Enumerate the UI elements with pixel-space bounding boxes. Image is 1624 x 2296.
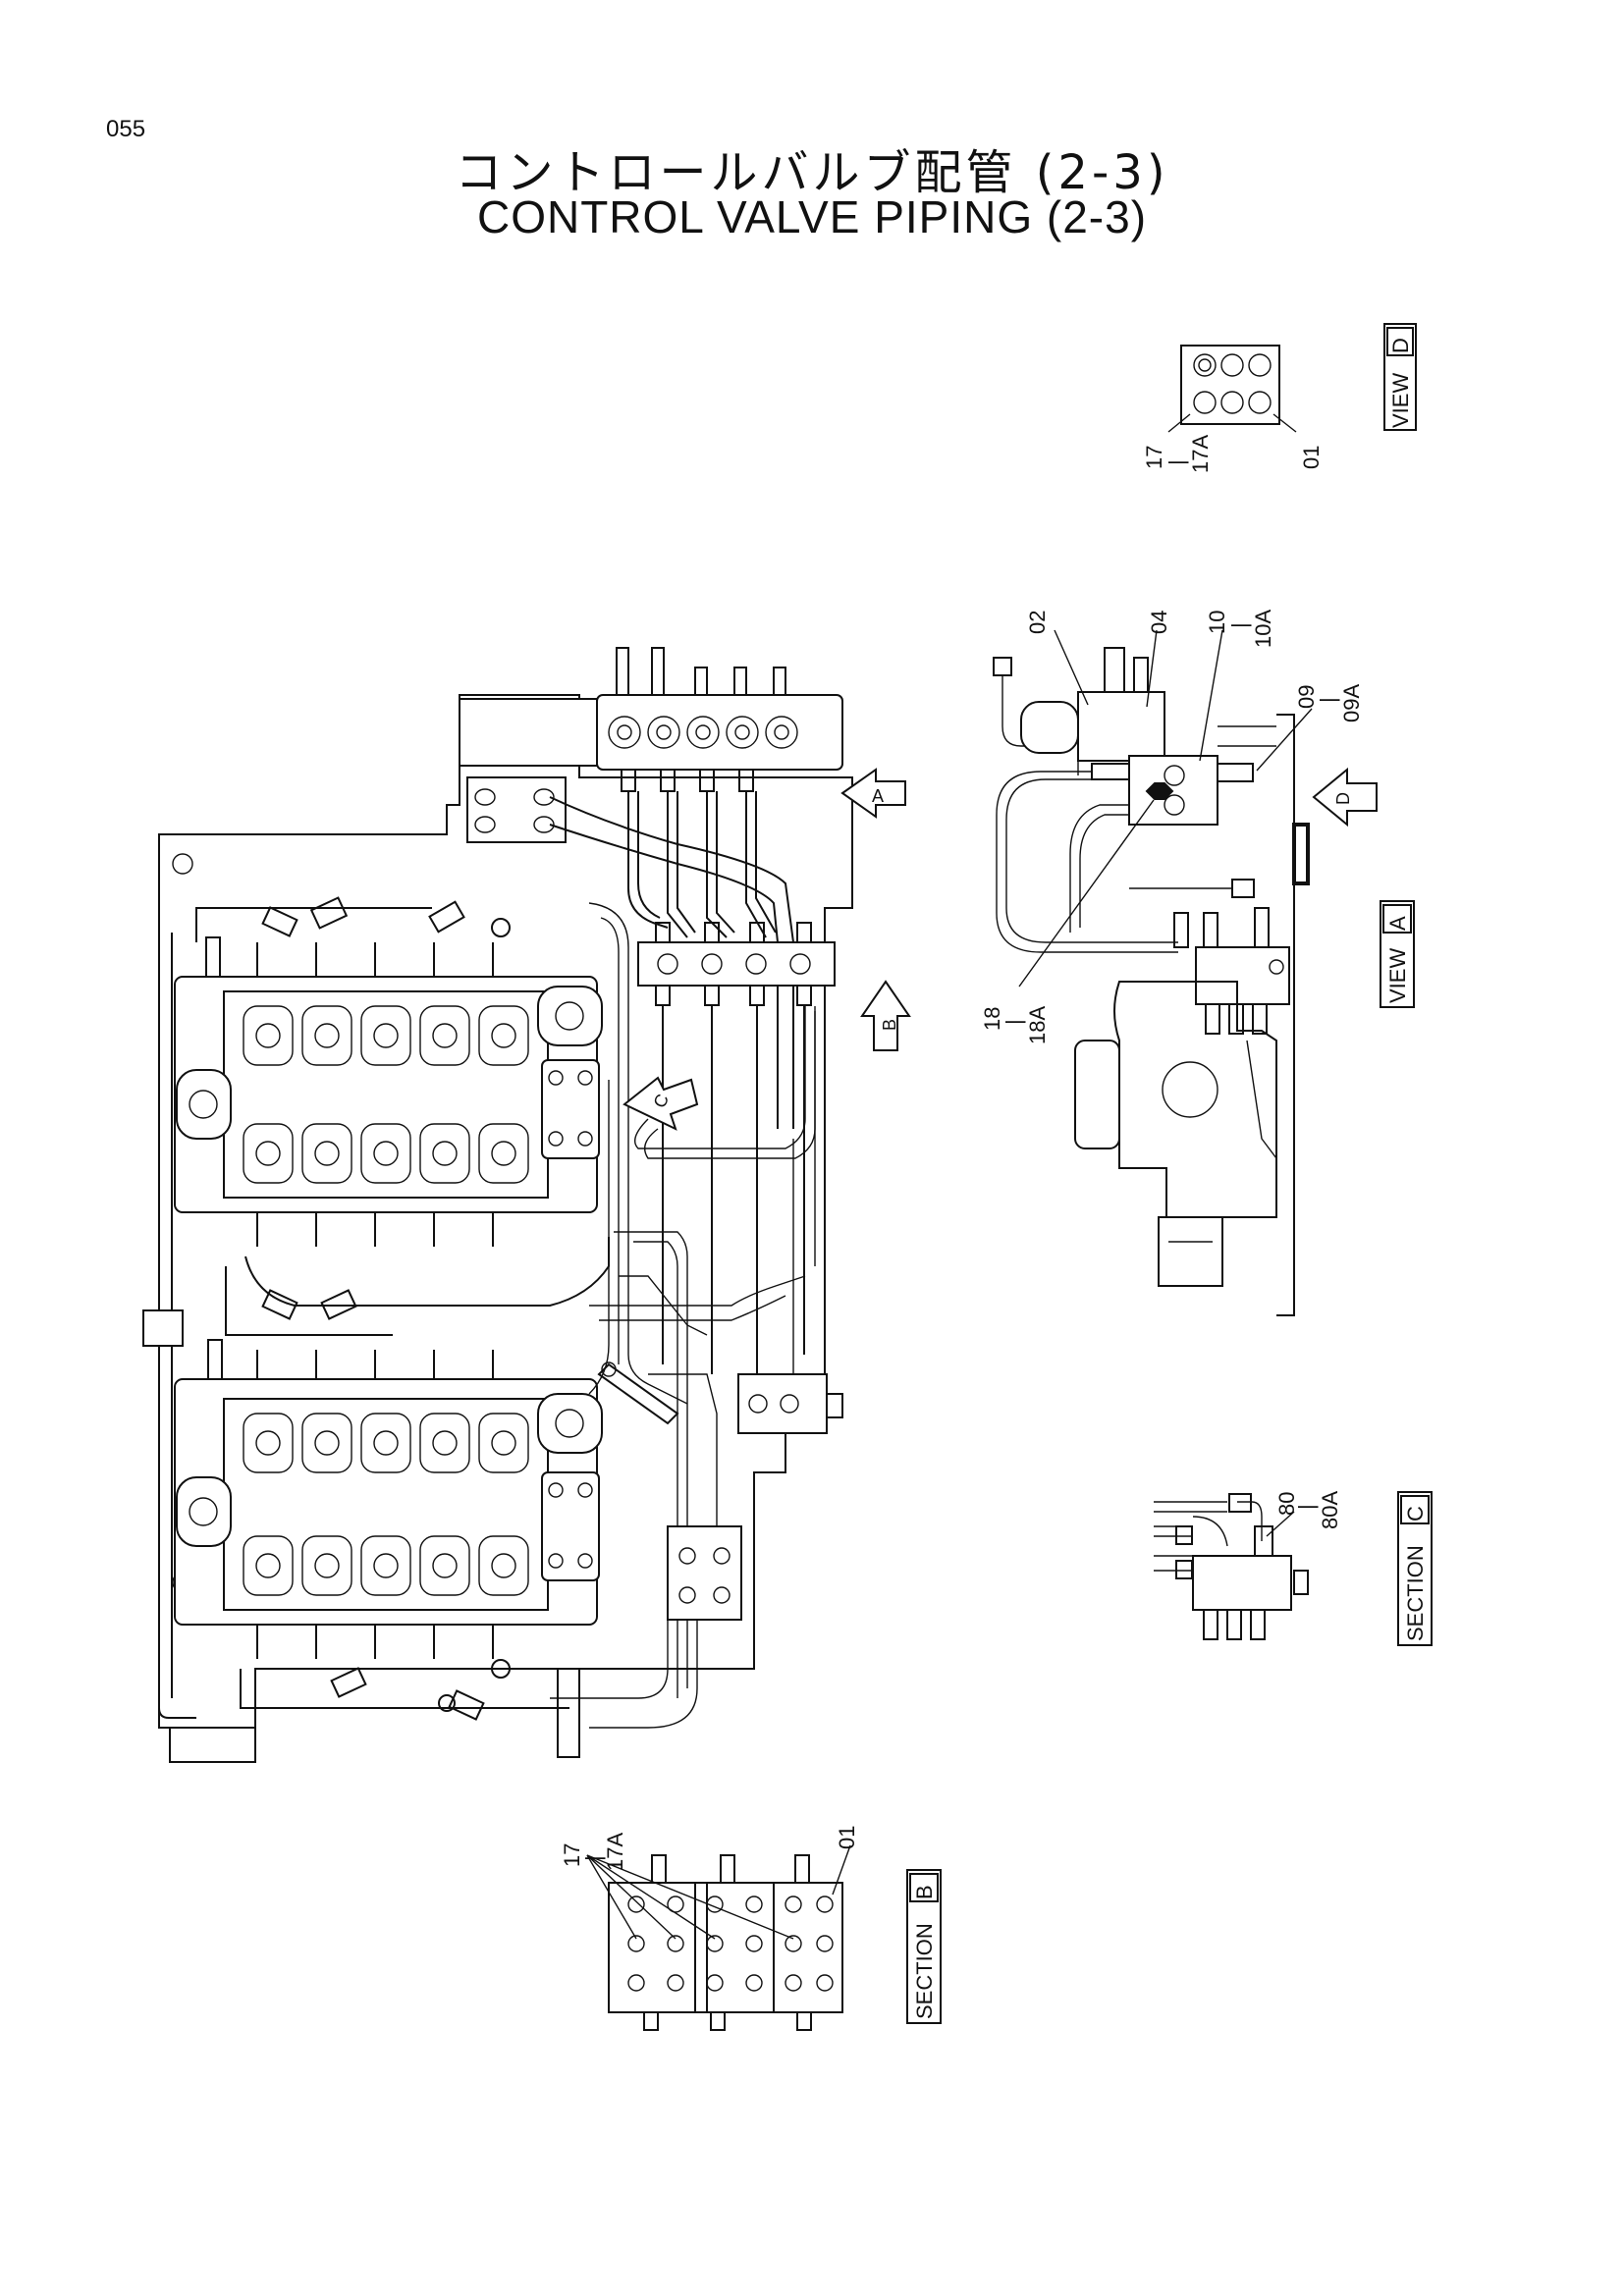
callout-separator: | [581, 1855, 606, 1861]
svg-text:A: A [1385, 916, 1410, 931]
callout-17: 17 [1142, 446, 1166, 469]
title-japanese: コントロールバルブ配管 (2-3) [455, 145, 1169, 200]
section-c-detail: 80 | 80A C SECTION [1154, 1491, 1433, 1646]
callout-17a: 17A [603, 1833, 627, 1871]
view-a-detail: 02 04 10 | 10A 09 | 09A 18 | 18A A VIEW [980, 610, 1415, 1316]
callout-separator: | [1316, 697, 1340, 703]
svg-text:C: C [1403, 1506, 1428, 1522]
callout-04: 04 [1147, 611, 1171, 634]
lower-valve-ports [243, 1413, 529, 1596]
main-control-valve-assembly [142, 647, 853, 1763]
callout-18a: 18A [1025, 1006, 1050, 1044]
svg-text:D: D [1333, 792, 1353, 805]
upper-valve-ports [243, 1005, 529, 1184]
callout-01: 01 [1299, 446, 1324, 469]
callout-10: 10 [1205, 611, 1229, 634]
callout-17a: 17A [1188, 435, 1213, 473]
callout-18: 18 [980, 1007, 1004, 1031]
svg-text:A: A [872, 786, 884, 806]
section-c-label: C SECTION [1397, 1491, 1433, 1646]
section-b-label: B SECTION [906, 1869, 942, 2024]
callout-09a: 09A [1339, 684, 1364, 722]
callout-09: 09 [1294, 685, 1319, 709]
svg-text:B: B [880, 1019, 899, 1031]
callout-80a: 80A [1318, 1491, 1342, 1529]
callout-80: 80 [1274, 1492, 1299, 1516]
callout-17: 17 [560, 1843, 584, 1867]
section-b-detail: 17 | 17A 01 B SECTION [560, 1826, 942, 2031]
view-d-label: VIEW D [1383, 323, 1417, 431]
view-d-callouts: 17 | 17A 01 [1142, 435, 1324, 473]
title-english: CONTROL VALVE PIPING (2-3) [476, 191, 1148, 242]
svg-text:VIEW: VIEW [1385, 948, 1410, 1003]
svg-text:B: B [912, 1885, 937, 1899]
callout-separator: | [1164, 459, 1189, 465]
view-arrow-a: A [840, 768, 906, 819]
callout-10a: 10A [1251, 610, 1275, 648]
svg-text:SECTION: SECTION [912, 1923, 937, 2019]
view-a-label: A VIEW [1380, 900, 1415, 1008]
view-arrow-d: D [1312, 767, 1378, 828]
section-b-ports [627, 1896, 834, 1992]
callout-separator: | [1227, 622, 1252, 628]
view-arrow-b: B [860, 980, 911, 1051]
page-number: 055 [106, 116, 146, 142]
view-d-detail: 17 | 17A 01 VIEW D [1142, 323, 1417, 473]
svg-text:SECTION: SECTION [1403, 1545, 1428, 1641]
svg-text:D: D [1388, 338, 1413, 353]
callout-01: 01 [835, 1826, 859, 1849]
section-c-callouts: 80 | 80A [1274, 1491, 1342, 1529]
callout-separator: | [1294, 1504, 1319, 1510]
callout-02: 02 [1025, 611, 1050, 634]
view-a-callouts: 02 04 10 | 10A 09 | 09A 18 | 18A [980, 610, 1364, 1044]
svg-text:VIEW: VIEW [1388, 373, 1413, 428]
callout-separator: | [1001, 1019, 1026, 1025]
section-b-callouts: 17 | 17A 01 [560, 1826, 859, 1871]
view-arrow-c: C [623, 1076, 699, 1131]
